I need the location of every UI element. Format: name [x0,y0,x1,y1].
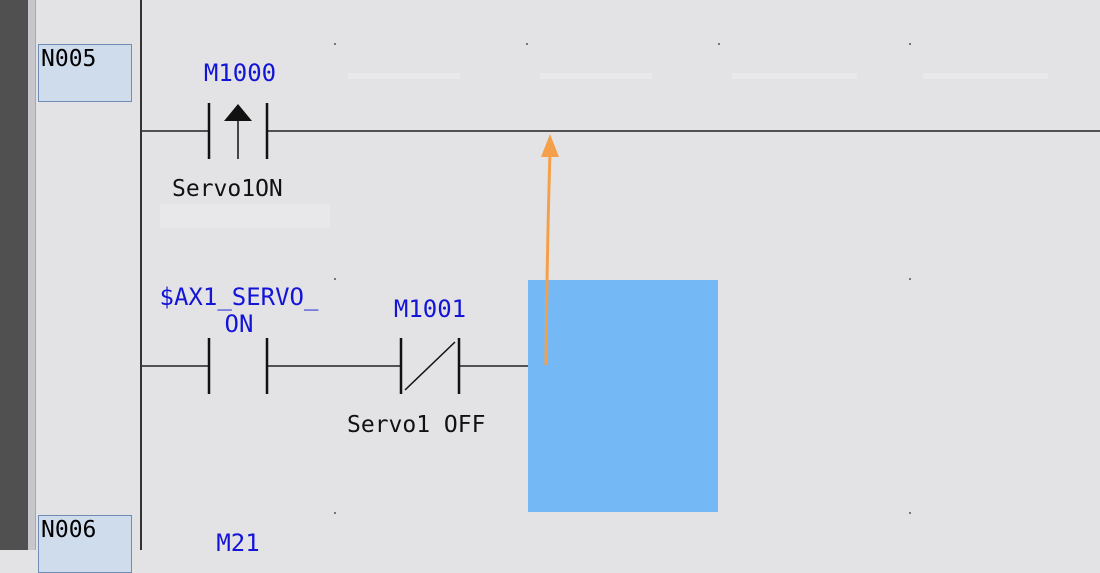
contact-device-ax1-servo-on-line2[interactable]: ON [224,310,254,338]
rung-number-column [28,0,36,550]
empty-cell-placeholder [923,73,1048,79]
annotation-arrow [541,134,559,366]
contact-device-m1001[interactable]: M1001 [393,295,467,323]
empty-cell-placeholder [732,73,857,79]
grid-dot [334,512,336,514]
grid-dot [909,43,911,45]
grid-dot [909,278,911,280]
selected-cell[interactable] [528,280,718,512]
empty-cell-placeholder [540,73,652,79]
rising-edge-contact [207,103,269,159]
contact-comment-servo1on: Servo1ON [172,176,283,202]
empty-cell-placeholder [348,73,460,79]
normally-open-contact [207,338,269,394]
grid-dot [909,512,911,514]
contact-device-m1000[interactable]: M1000 [203,59,277,87]
window-left-border [0,0,28,550]
grid-dot [334,278,336,280]
ladder-diagram [142,103,1100,394]
next-rung-device-m21[interactable]: M21 [216,529,260,557]
rung-label-n005[interactable]: N005 [38,44,132,102]
grid-dot [334,43,336,45]
contact-device-ax1-servo-on-line1[interactable]: $AX1_SERVO_ [159,283,319,311]
grid-dot [526,43,528,45]
grid-dot [718,43,720,45]
left-power-rail [140,0,142,550]
contact-comment-servo1-off: Servo1 OFF [347,412,486,438]
comment-box-background [160,204,330,228]
normally-closed-contact [399,338,461,394]
